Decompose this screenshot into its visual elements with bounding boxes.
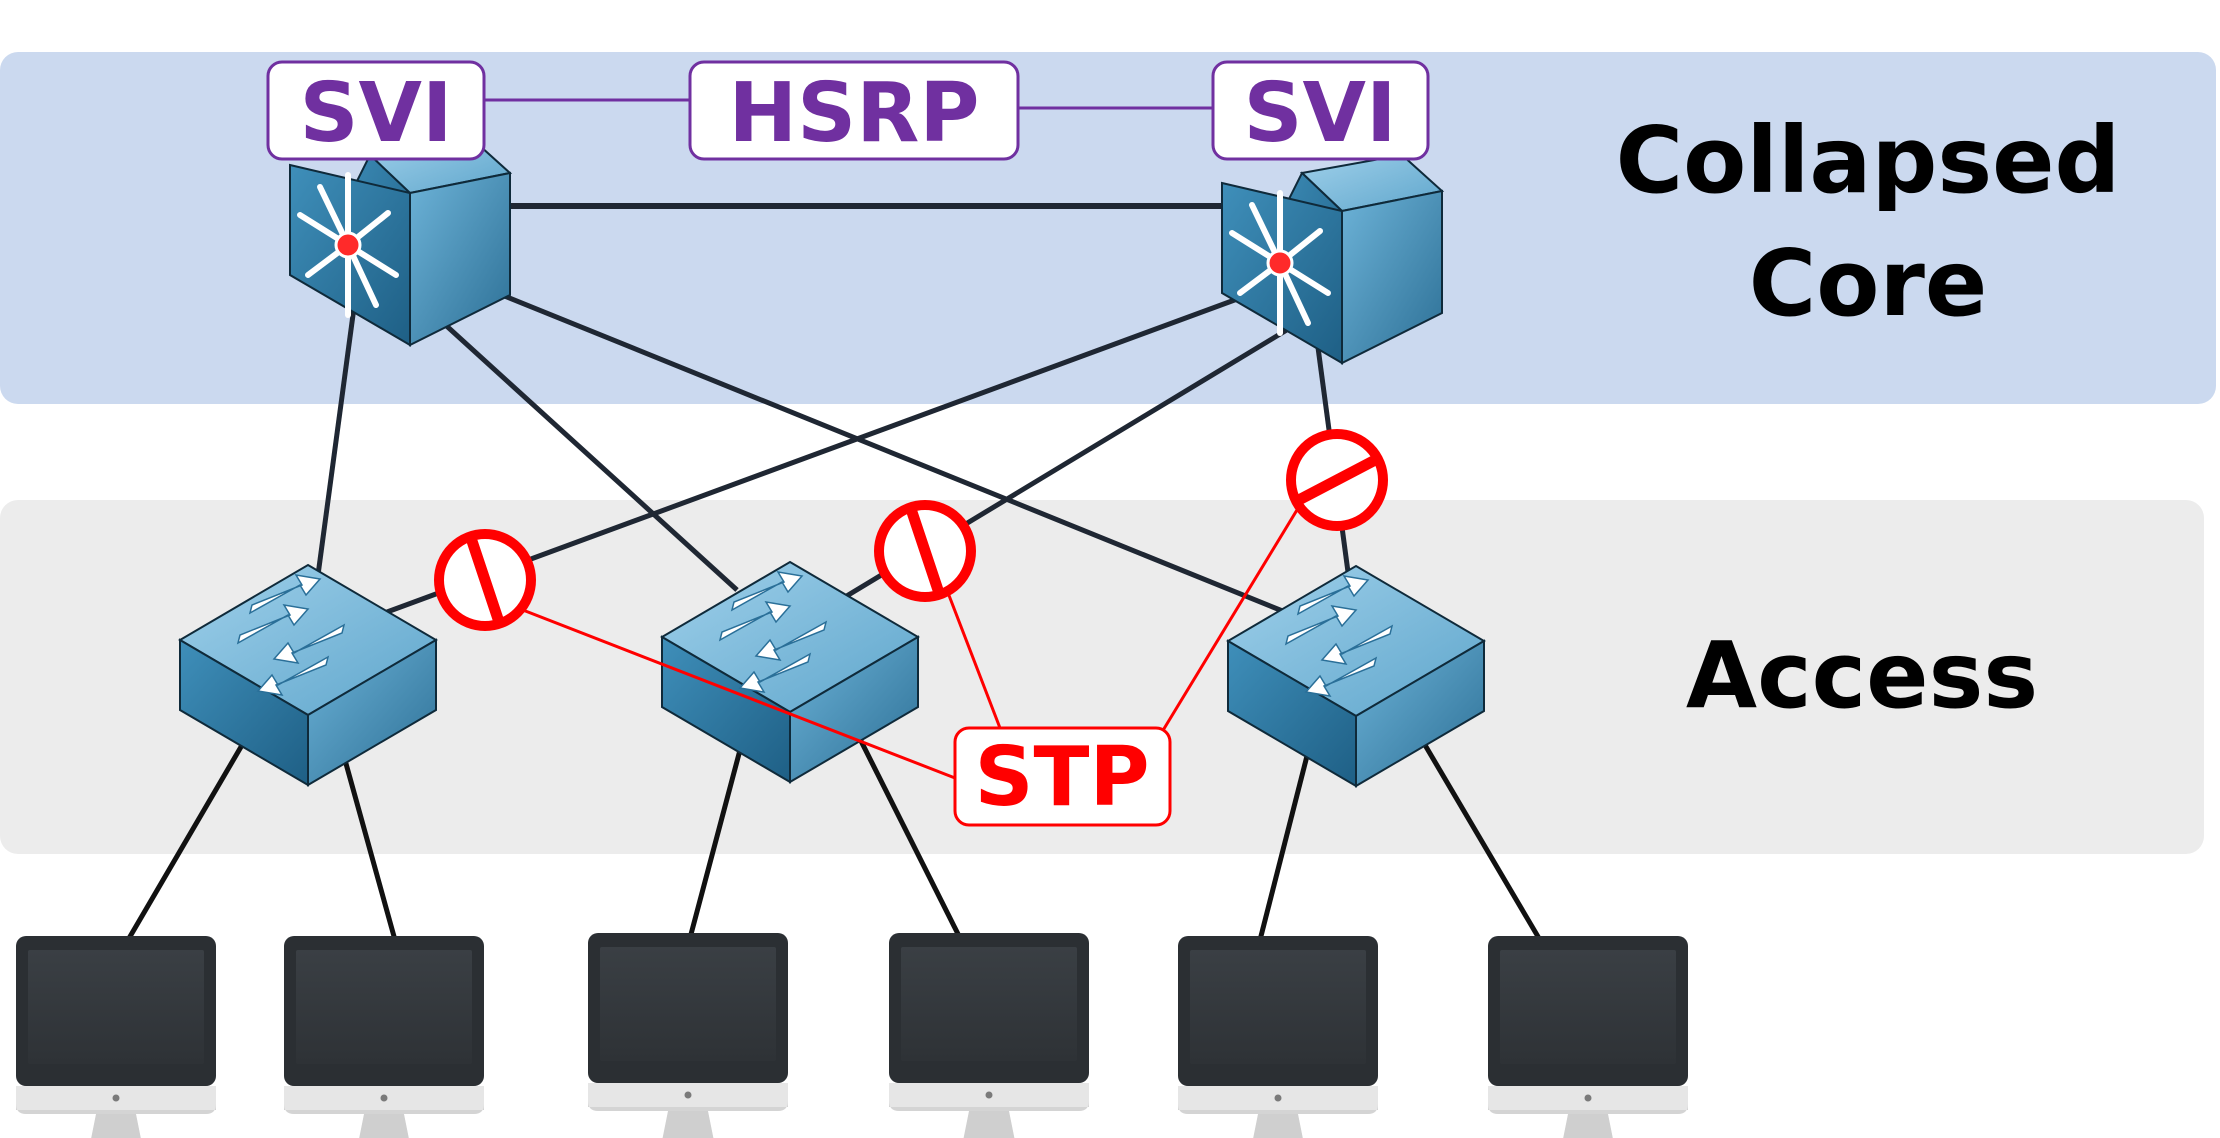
link-core1-access2 <box>438 318 739 592</box>
host-2[interactable] <box>284 936 484 1138</box>
svi-left-label: SVI <box>266 60 486 161</box>
no-entry-icon <box>874 500 976 602</box>
host-3[interactable] <box>588 933 788 1138</box>
host-1[interactable] <box>16 936 216 1138</box>
svg-text:STP: STP <box>974 730 1149 825</box>
stp-label: STP <box>953 726 1172 827</box>
no-entry-icon <box>434 529 536 631</box>
core-layer-title-line1: Collapsed <box>1616 107 2121 214</box>
blocked-port-2 <box>874 500 976 602</box>
svi-right-label: SVI <box>1211 60 1430 161</box>
hsrp-links <box>483 98 1213 110</box>
svg-text:SVI: SVI <box>299 66 452 161</box>
stp-pointers <box>509 504 1302 780</box>
hsrp-label: HSRP <box>688 60 1020 161</box>
no-entry-icon <box>1286 429 1388 531</box>
desktop-computer-icon <box>588 933 788 1138</box>
svg-text:SVI: SVI <box>1243 66 1396 161</box>
core-layer-title-line2: Core <box>1749 230 1988 337</box>
desktop-computer-icon <box>1178 936 1378 1138</box>
desktop-computer-icon <box>1488 936 1688 1138</box>
link-core1-access1 <box>315 299 358 576</box>
desktop-computer-icon <box>889 933 1089 1138</box>
link-core1-access3 <box>469 279 1286 615</box>
svg-text:HSRP: HSRP <box>729 66 980 161</box>
access-layer-title: Access <box>1686 622 2038 729</box>
desktop-computer-icon <box>284 936 484 1138</box>
host-5[interactable] <box>1178 936 1378 1138</box>
host-4[interactable] <box>889 933 1089 1138</box>
access-layer-band <box>0 500 2204 854</box>
host-links <box>125 733 1543 942</box>
uplinks <box>315 203 1351 615</box>
host-6[interactable] <box>1488 936 1688 1138</box>
desktop-computer-icon <box>16 936 216 1138</box>
blocked-port-1 <box>434 529 536 631</box>
blocked-port-3 <box>1286 429 1388 531</box>
